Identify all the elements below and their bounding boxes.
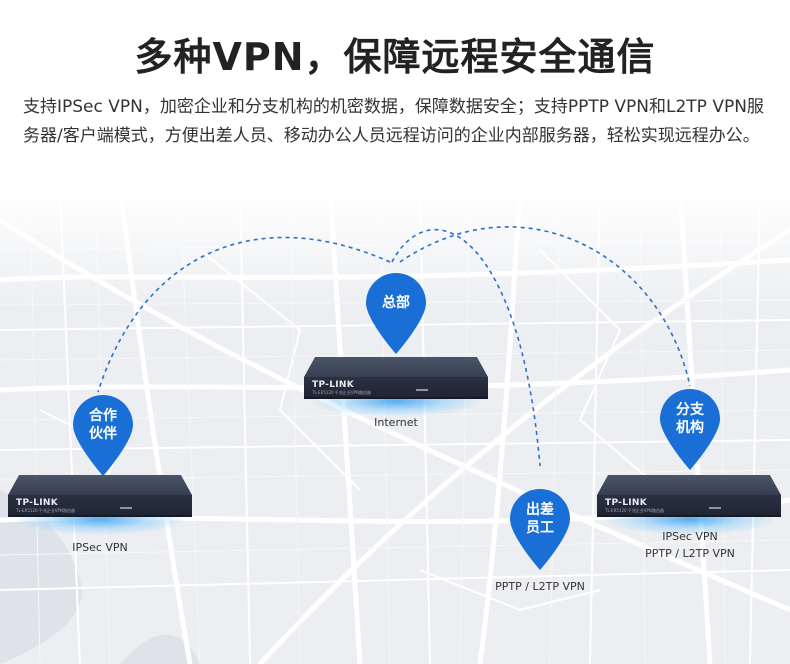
router-top — [597, 475, 781, 495]
pin-partner: 合作 伙伴 — [70, 392, 136, 478]
router-brand: TP-LINK — [16, 498, 59, 508]
pin-traveler-label: 出差 员工 — [507, 486, 573, 552]
pin-branch-label: 分支 机构 — [657, 386, 723, 452]
map-pin-icon — [660, 389, 720, 470]
router-led — [709, 507, 721, 509]
pin-hq-text: 总部 — [382, 295, 410, 311]
map-pin-icon — [73, 395, 133, 476]
router-model: TL-ER5120 千兆企业VPN路由器 — [16, 508, 75, 513]
router-led — [120, 507, 132, 509]
pin-traveler-text-line2: 员工 — [526, 520, 554, 536]
map-pin-icon — [510, 489, 570, 570]
pin-branch-text-line1: 分支 — [676, 402, 704, 418]
pin-partner-label: 合作 伙伴 — [70, 392, 136, 458]
pin-branch: 分支 机构 — [657, 386, 723, 472]
router-hq: TP-LINK TL-ER5120 千兆企业VPN路由器 — [304, 357, 488, 417]
partner-caption: IPSec VPN — [72, 541, 128, 554]
pin-partner-text-line2: 伙伴 — [89, 426, 117, 442]
router-top — [8, 475, 192, 495]
page-title: 多种VPN，保障远程安全通信 — [134, 35, 656, 79]
map-pin-icon — [366, 273, 426, 354]
router-front: TP-LINK TL-ER5120 千兆企业VPN路由器 — [304, 377, 488, 399]
router-front: TP-LINK TL-ER5120 千兆企业VPN路由器 — [8, 495, 192, 517]
page-description: 支持IPSec VPN，加密企业和分支机构的机密数据，保障数据安全；支持PPTP… — [23, 97, 764, 146]
router-model: TL-ER5120 千兆企业VPN路由器 — [605, 508, 664, 513]
router-front: TP-LINK TL-ER5120 千兆企业VPN路由器 — [597, 495, 781, 517]
router-branch: TP-LINK TL-ER5120 千兆企业VPN路由器 — [597, 475, 781, 535]
link-hq-traveler — [391, 228, 541, 467]
link-hq-branch — [399, 226, 691, 387]
pin-partner-text-line1: 合作 — [89, 408, 117, 424]
router-brand: TP-LINK — [605, 498, 648, 508]
traveler-caption: PPTP / L2TP VPN — [495, 580, 585, 593]
router-partner: TP-LINK TL-ER5120 千兆企业VPN路由器 — [8, 475, 192, 535]
branch-caption-line1: IPSec VPN — [662, 530, 718, 543]
router-top — [304, 357, 488, 377]
pin-hq: 总部 — [363, 270, 429, 356]
pin-traveler-text-line1: 出差 — [526, 502, 554, 518]
link-hq-partner — [97, 236, 391, 393]
router-model: TL-ER5120 千兆企业VPN路由器 — [312, 390, 371, 395]
pin-traveler: 出差 员工 — [507, 486, 573, 572]
hq-caption: Internet — [374, 416, 418, 429]
branch-caption-line2: PPTP / L2TP VPN — [645, 547, 735, 560]
pin-hq-label: 总部 — [363, 270, 429, 336]
pin-branch-text-line2: 机构 — [676, 420, 704, 436]
router-brand: TP-LINK — [312, 380, 355, 390]
city-map-background — [0, 190, 790, 664]
router-led — [416, 389, 428, 391]
